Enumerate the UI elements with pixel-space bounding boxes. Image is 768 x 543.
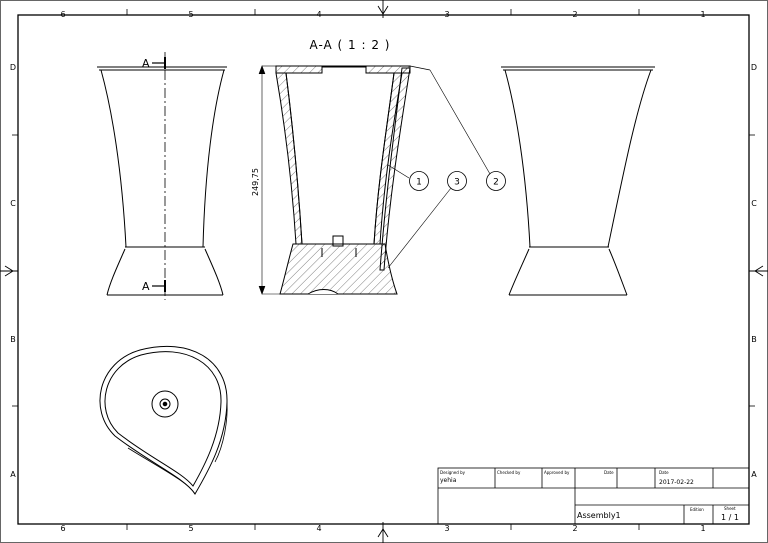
top-view: [99, 345, 228, 495]
top-view-hub-inner: [159, 398, 171, 410]
date-value: 2017-02-22: [659, 479, 694, 486]
top-zone-ticks: [126, 9, 640, 15]
approved-by-label: Approved by: [544, 470, 570, 475]
section-view: [275, 65, 431, 295]
balloon-1-label: 1: [416, 178, 422, 188]
zone-labels-bottom: 6 5 4 3 2 1: [60, 524, 705, 533]
zone-labels-left: D C B A: [10, 63, 16, 479]
section-marker-top: [152, 57, 166, 69]
zone-col-1-top: 1: [700, 10, 705, 19]
sheet-label: Sheet: [724, 506, 736, 511]
zone-row-b-left: B: [10, 335, 16, 344]
checked-by-label: Checked by: [497, 470, 521, 475]
balloon-3: 3: [447, 171, 467, 191]
zone-row-a-right: A: [751, 470, 757, 479]
zone-col-2-top: 2: [572, 10, 577, 19]
height-dimension: [258, 65, 280, 295]
designed-by-label: Designed by: [440, 470, 466, 475]
edition-label: Edition: [690, 507, 704, 512]
rim-band: [275, 65, 411, 74]
zone-col-3-bottom: 3: [444, 524, 449, 533]
section-marker-bottom: [152, 280, 166, 292]
zone-col-1-bottom: 1: [700, 524, 705, 533]
height-dimension-value: 249,75: [251, 168, 260, 196]
zone-row-c-right: C: [751, 199, 757, 208]
top-view-inner: [104, 351, 222, 487]
zone-row-b-right: B: [751, 335, 757, 344]
side-view-right: [501, 66, 655, 296]
zone-col-6-top: 6: [60, 10, 65, 19]
zone-col-4-bottom: 4: [316, 524, 321, 533]
zone-col-2-bottom: 2: [572, 524, 577, 533]
zone-labels-top: 6 5 4 3 2 1: [60, 10, 705, 19]
top-view-hub-center: [162, 401, 168, 407]
leaders: [387, 69, 491, 269]
top-view-hub-outer: [151, 390, 179, 418]
left-zone-ticks: [12, 134, 18, 407]
zone-row-d-right: D: [751, 63, 757, 72]
title-block: [437, 467, 750, 525]
top-view-outer: [99, 345, 228, 495]
zone-row-a-left: A: [10, 470, 16, 479]
date-label: Date: [659, 470, 669, 475]
balloon-2: 2: [486, 171, 506, 191]
zone-col-3-top: 3: [444, 10, 449, 19]
inner-border: [17, 14, 750, 525]
zone-col-5-top: 5: [188, 10, 193, 19]
drawing-name: Assembly1: [577, 511, 621, 520]
section-marker-top-label: A: [142, 57, 150, 70]
balloon-1: 1: [409, 171, 429, 191]
bottom-zone-ticks: [126, 524, 640, 530]
base-plug: [279, 243, 398, 295]
zone-row-d-left: D: [10, 63, 16, 72]
section-marker-bottom-label: A: [142, 280, 150, 293]
section-view-title: A-A ( 1 : 2 ): [310, 38, 391, 52]
zone-labels-right: D C B A: [751, 63, 757, 479]
zone-col-4-top: 4: [316, 10, 321, 19]
right-zone-ticks: [749, 134, 755, 407]
balloon-3-label: 3: [454, 178, 460, 188]
date-label-approved: Date: [604, 470, 614, 475]
front-view-left: [97, 66, 227, 296]
sheet-value: 1 / 1: [721, 513, 739, 522]
balloon-2-label: 2: [493, 178, 499, 188]
zone-col-6-bottom: 6: [60, 524, 65, 533]
designed-by-value: yehia: [440, 477, 457, 484]
zone-row-c-left: C: [10, 199, 16, 208]
boss-detail: [332, 235, 344, 247]
zone-col-5-bottom: 5: [188, 524, 193, 533]
